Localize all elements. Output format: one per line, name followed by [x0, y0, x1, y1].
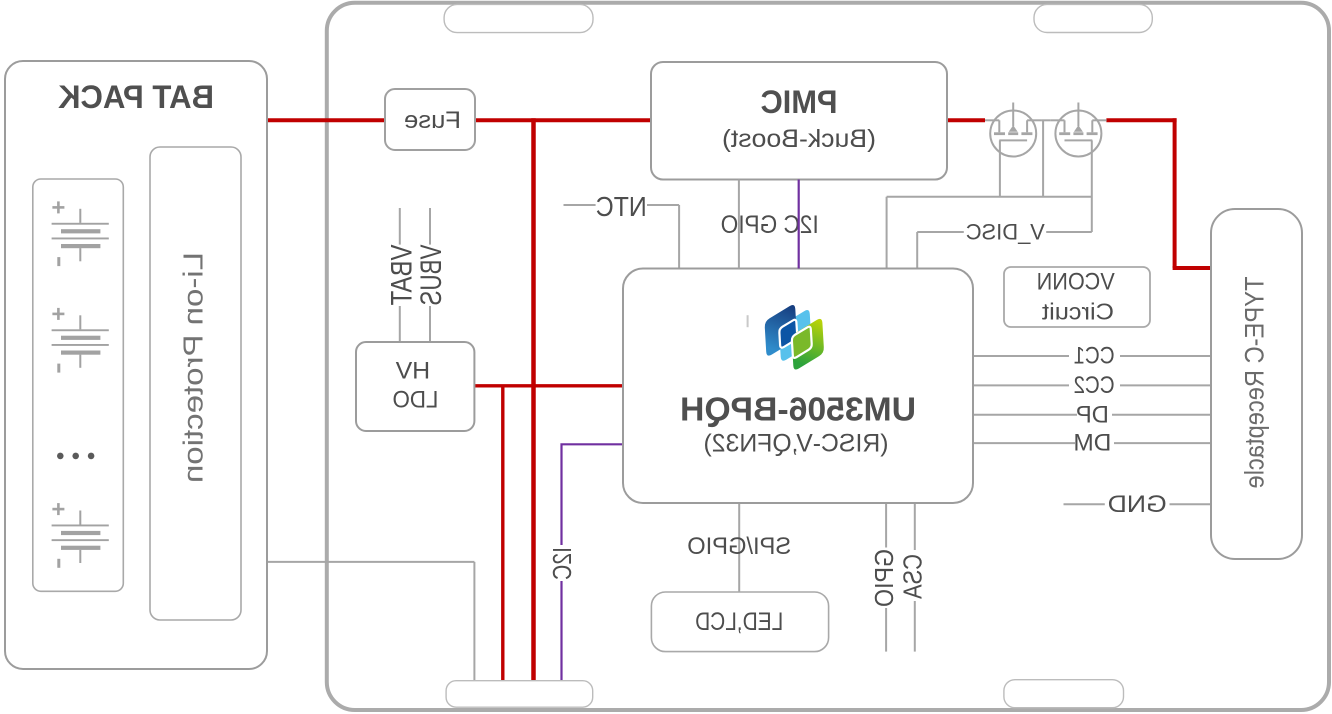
svg-text:LDO: LDO	[392, 386, 438, 413]
svg-text:I2C GPIO: I2C GPIO	[721, 211, 819, 239]
svg-text:SPI/GPIO: SPI/GPIO	[687, 533, 791, 560]
svg-text:DP: DP	[1076, 401, 1109, 428]
svg-text:I2C: I2C	[547, 547, 577, 580]
svg-text:VBAT: VBAT	[386, 245, 419, 306]
svg-text:CC2: CC2	[1074, 372, 1115, 399]
svg-text:Circuit: Circuit	[1041, 299, 1114, 325]
svg-text:CC1: CC1	[1074, 343, 1115, 370]
svg-text:UM3506-BPQH: UM3506-BPQH	[680, 391, 916, 428]
svg-text:BAT PACK: BAT PACK	[58, 79, 214, 115]
svg-text:(RISC-V,QFN32): (RISC-V,QFN32)	[704, 430, 889, 458]
svg-text:(Buck-Boost): (Buck-Boost)	[722, 125, 876, 153]
svg-text:GND: GND	[1108, 491, 1167, 518]
svg-text:VCONN: VCONN	[1037, 269, 1115, 296]
svg-text:CSA: CSA	[898, 554, 928, 600]
svg-text:Fuse: Fuse	[404, 107, 461, 134]
svg-text:DM: DM	[1073, 430, 1111, 457]
svg-text:PMIC: PMIC	[761, 84, 838, 120]
svg-text:VBUS: VBUS	[415, 245, 448, 306]
svg-text:HV: HV	[396, 358, 431, 385]
svg-text:Li-on Protection: Li-on Protection	[178, 252, 209, 483]
svg-text:LED,LCD: LED,LCD	[695, 608, 783, 636]
svg-text:TYPE-C Receptacle: TYPE-C Receptacle	[1240, 277, 1270, 489]
svg-text:NTC: NTC	[596, 191, 647, 222]
svg-text:GPIO: GPIO	[869, 549, 899, 607]
svg-text:V_DISC: V_DISC	[966, 220, 1045, 245]
